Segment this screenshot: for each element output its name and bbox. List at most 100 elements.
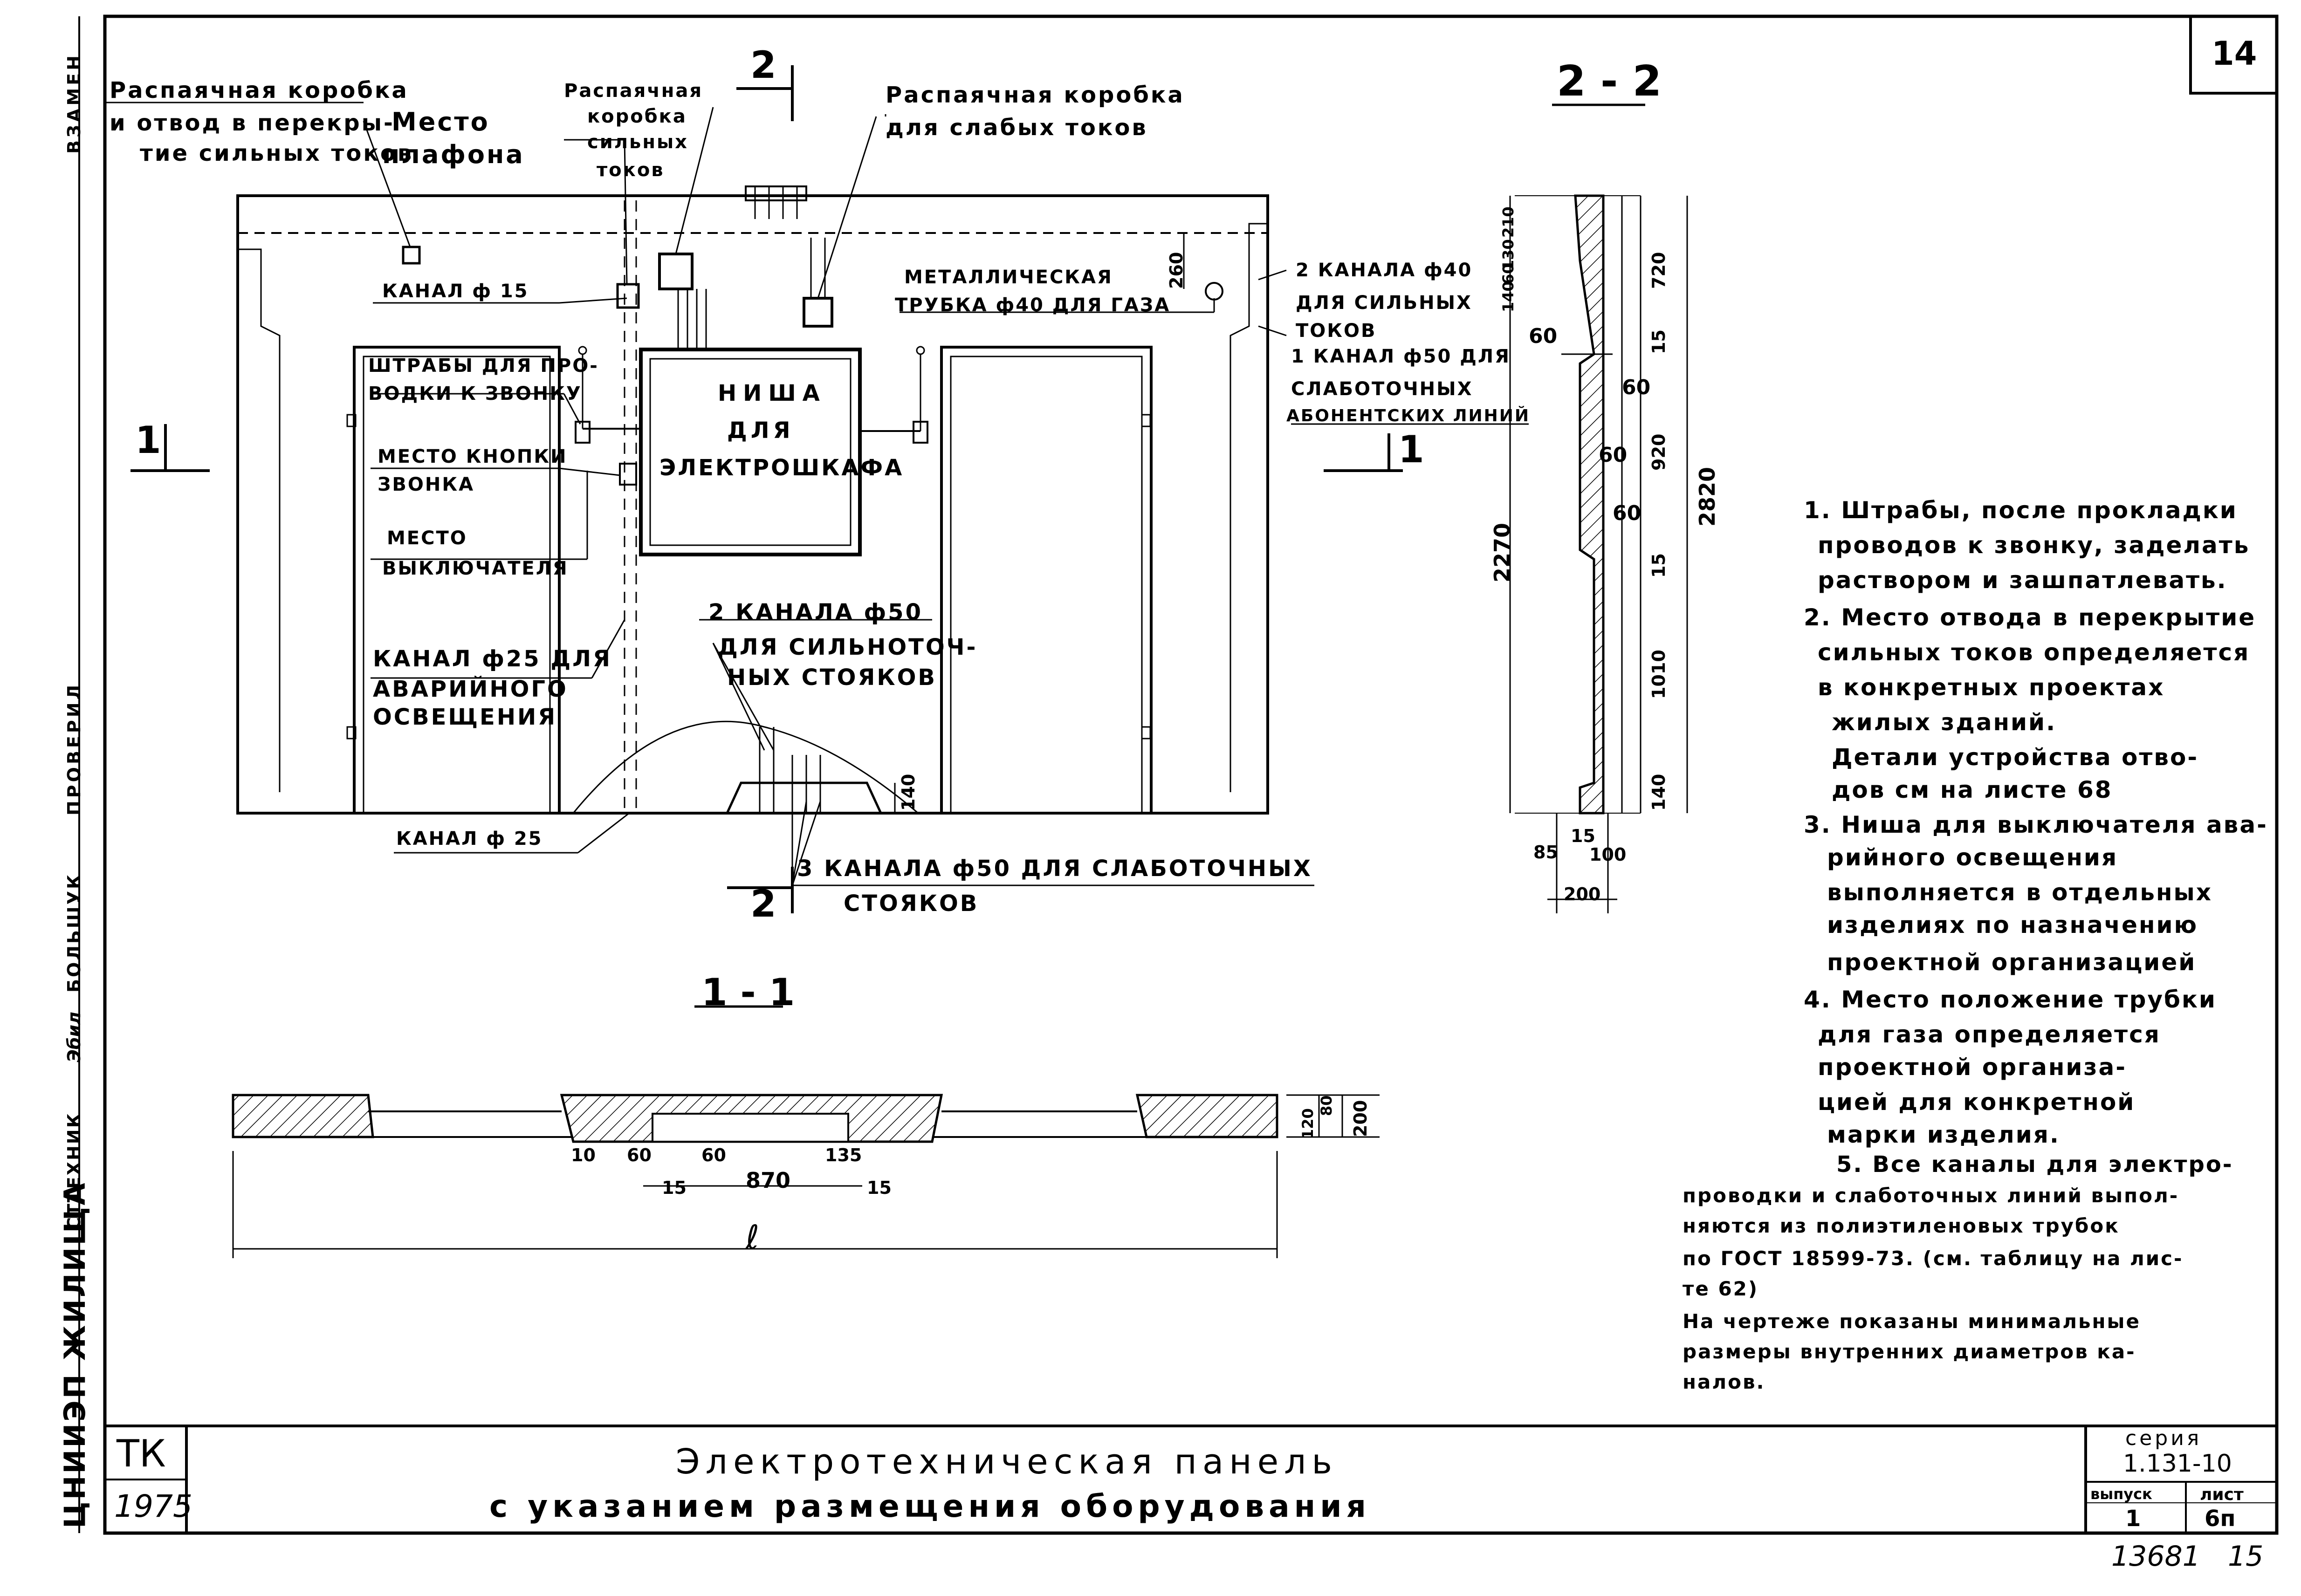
note-line: в конкретных проектах <box>1818 674 2165 701</box>
stamp-bolshuk: БОЛЬШУК <box>64 872 84 993</box>
footer-inv-number: 13681 <box>2111 1540 2200 1573</box>
s11-dim-135: 135 <box>825 1145 862 1165</box>
title-block-year: 1975 <box>114 1488 192 1524</box>
s22-dim-15a: 15 <box>1648 329 1669 354</box>
note-line: проводки и слаботочных линий выпол- <box>1683 1184 2179 1207</box>
s11-dim-60a: 60 <box>627 1145 652 1165</box>
label-ch50-2: СЛАБОТОЧНЫХ <box>1291 378 1473 400</box>
label-ch40-3: ТОКОВ <box>1296 320 1377 342</box>
label-switch-2: ВЫКЛЮЧАТЕЛЯ <box>382 558 569 579</box>
frame-outer <box>103 14 2279 1535</box>
title-block-title-1: Электротехническая панель <box>676 1442 1338 1482</box>
label-plafond-2: плафона <box>382 140 525 169</box>
cut-2-top: 2 <box>750 43 776 87</box>
title-block-vypusk-value: 1 <box>2125 1506 2141 1532</box>
note-line: 5. Все каналы для электро- <box>1836 1151 2233 1178</box>
label-box-ceiling-3: тие сильных токов <box>140 140 414 166</box>
stamp-vzamen: ВЗАМЕН <box>64 53 84 154</box>
s22-dim-15b: 15 <box>1648 553 1669 578</box>
note-line: по ГОСТ 18599-73. (см. таблицу на лис- <box>1683 1247 2184 1270</box>
label-niche-3: ЭЛЕКТРОШКАФА <box>659 455 904 481</box>
cut-1-left: 1 <box>135 418 161 462</box>
note-line: рийного освещения <box>1827 844 2118 871</box>
label-box-ceiling-1: Распаячная коробка <box>110 77 409 103</box>
s11-dim-80: 80 <box>1318 1095 1335 1116</box>
cut-1-right: 1 <box>1398 428 1424 471</box>
dim-260: 260 <box>1166 252 1187 289</box>
stamp-sign: Эбил <box>64 1012 84 1062</box>
label-button-1: МЕСТО КНОПКИ <box>378 446 568 467</box>
s22-dim-1010: 1010 <box>1648 650 1669 699</box>
title-block-list-value: 6п <box>2205 1506 2236 1532</box>
note-line: 4. Место положение трубки <box>1804 986 2217 1013</box>
s22-dim-2820: 2820 <box>1695 466 1720 527</box>
note-line: 1. Штрабы, после прокладки <box>1804 497 2238 524</box>
label-2ch50-3: НЫХ СТОЯКОВ <box>727 664 937 691</box>
stamp-org: ЦНИИЭП ЖИЛИЩА <box>58 1181 92 1528</box>
note-line: жилых зданий. <box>1832 709 2057 736</box>
section-2-2-title: 2 - 2 <box>1557 57 1662 106</box>
note-line: няются из полиэтиленовых трубок <box>1683 1214 2120 1237</box>
label-box-ceiling-2: и отвод в перекры- <box>110 110 395 136</box>
label-box-weak-1: Распаячная коробка <box>886 82 1185 108</box>
label-box-strong-1: Распаячная <box>564 80 703 102</box>
title-block-seria-label: серия <box>2125 1426 2202 1450</box>
label-2ch50-1: 2 КАНАЛА ф50 <box>708 599 923 625</box>
label-channel-15: КАНАЛ ф 15 <box>382 281 529 302</box>
label-box-strong-3: сильных <box>587 131 688 153</box>
stamp-proveril: ПРОВЕРИЛ <box>64 682 84 815</box>
note-line: для газа определяется <box>1818 1021 2161 1048</box>
title-block-seria-value: 1.131-10 <box>2123 1450 2232 1478</box>
s22-dim-100: 100 <box>1589 844 1627 865</box>
label-shtraby-2: ВОДКИ К ЗВОНКУ <box>368 383 582 404</box>
note-line: те 62) <box>1683 1277 1759 1300</box>
label-box-strong-4: токов <box>597 159 665 181</box>
label-button-2: ЗВОНКА <box>378 474 475 495</box>
leader-lines <box>105 102 1529 886</box>
s22-dim-60: 60 <box>1529 324 1558 348</box>
section-1-1 <box>232 1005 1380 1258</box>
label-plafond-1: Место <box>392 107 490 137</box>
s11-dim-15a: 15 <box>662 1178 687 1198</box>
note-line: проектной организа- <box>1818 1054 2127 1081</box>
s11-dim-l: ℓ <box>746 1218 759 1256</box>
s22-dim-60c: 60 <box>1599 443 1628 467</box>
note-line: выполняется в отдельных <box>1827 879 2212 906</box>
note-line: 2. Место отвода в перекрытие <box>1804 604 2256 631</box>
label-ch40-2: ДЛЯ СИЛЬНЫХ <box>1296 292 1472 314</box>
footer-page-number: 15 <box>2228 1540 2264 1573</box>
s11-dim-10: 10 <box>571 1145 596 1165</box>
label-box-strong-2: коробка <box>587 106 687 127</box>
label-ch50-1: 1 КАНАЛ ф50 ДЛЯ <box>1291 346 1511 367</box>
label-3ch50-1: 3 КАНАЛА ф50 ДЛЯ СЛАБОТОЧНЫХ <box>797 856 1312 882</box>
s22-dim-720: 720 <box>1648 252 1669 289</box>
cut-2-bottom: 2 <box>750 882 776 925</box>
s22-dim-210: 210 <box>1499 206 1517 238</box>
label-channel25-1: КАНАЛ ф25 ДЛЯ <box>373 646 612 672</box>
label-channel25-2: АВАРИЙНОГО <box>373 676 568 702</box>
note-line: проводов к звонку, заделать <box>1818 532 2250 559</box>
label-niche-1: НИША <box>718 380 826 406</box>
s11-dim-200: 200 <box>1350 1100 1371 1137</box>
label-channel25-3: ОСВЕЩЕНИЯ <box>373 704 557 730</box>
s22-dim-85: 85 <box>1533 842 1558 863</box>
note-line: марки изделия. <box>1827 1121 2060 1148</box>
s22-dim-60d: 60 <box>1613 501 1642 525</box>
title-block-tk: ТК <box>117 1432 166 1475</box>
s22-dim-130: 130 <box>1499 239 1517 270</box>
note-line: На чертеже показаны минимальные <box>1683 1310 2141 1333</box>
title-block-vypusk-label: выпуск <box>2090 1485 2152 1503</box>
dim-140: 140 <box>898 774 919 811</box>
label-2ch50-2: ДЛЯ СИЛЬНОТОЧ- <box>718 634 978 660</box>
s11-dim-15b: 15 <box>867 1178 892 1198</box>
note-line: цией для конкретной <box>1818 1089 2136 1116</box>
s11-dim-120: 120 <box>1299 1108 1317 1139</box>
note-line: размеры внутренних диаметров ка- <box>1683 1340 2136 1363</box>
sheet-number-box <box>2189 15 2278 95</box>
title-block-list-label: лист <box>2200 1485 2244 1504</box>
note-line: 3. Ниша для выключателя ава- <box>1804 811 2268 838</box>
note-line: раствором и зашпатлевать. <box>1818 567 2227 594</box>
s22-dim-60b: 60 <box>1622 376 1651 399</box>
